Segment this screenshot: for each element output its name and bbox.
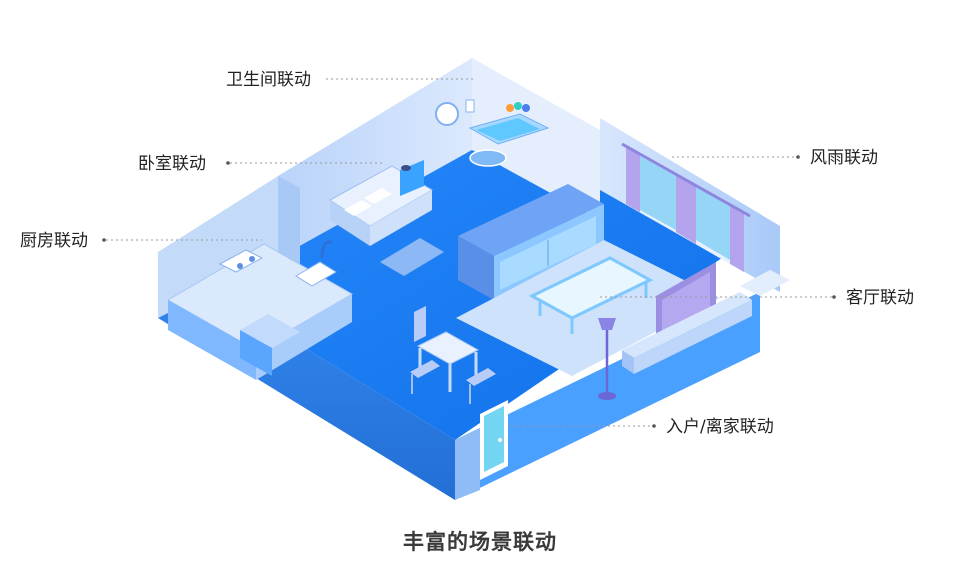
label-bedroom: 卧室联动 — [138, 154, 206, 174]
bedroom-area — [329, 160, 444, 276]
leader-dot-kitchen — [102, 238, 106, 242]
label-entry: 入户/离家联动 — [666, 417, 774, 437]
leader-dot-living-room — [832, 295, 836, 299]
leader-dot-weather — [796, 155, 800, 159]
label-weather: 风雨联动 — [810, 148, 878, 168]
label-kitchen: 厨房联动 — [20, 231, 88, 251]
living-room-area — [456, 240, 790, 400]
bathroom-area — [435, 99, 550, 167]
dining-set — [410, 306, 496, 404]
diagram-caption: 丰富的场景联动 — [403, 530, 557, 554]
leader-dot-entry — [652, 424, 656, 428]
leader-lines — [106, 78, 832, 427]
window-curtains — [621, 142, 751, 272]
leader-dot-bedroom — [226, 161, 230, 165]
kitchen-area — [166, 240, 354, 380]
label-bathroom: 卫生间联动 — [226, 70, 311, 90]
entry-door — [480, 400, 508, 480]
sofa — [458, 184, 604, 300]
leader-dots — [102, 155, 836, 428]
label-living-room: 客厅联动 — [846, 288, 914, 308]
